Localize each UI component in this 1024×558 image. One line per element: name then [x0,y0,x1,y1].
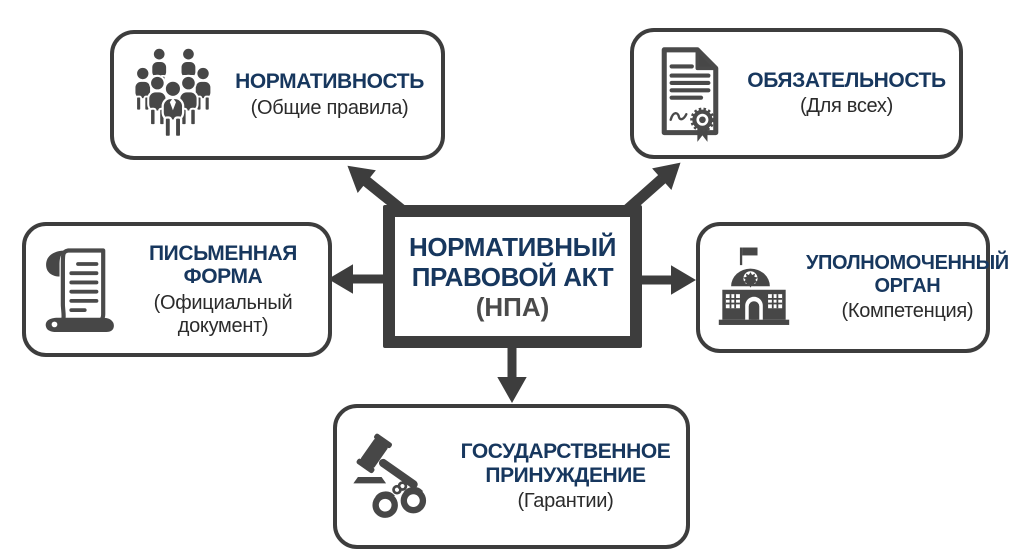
node-authorized-body: УПОЛНОМОЧЕННЫЙ ОРГАН (Компетенция) [696,222,1009,353]
node-subtitle: (Для всех) [799,95,893,118]
arrow-up-right [623,162,681,215]
arrow-down [497,347,527,404]
government-building-icon [710,240,798,336]
node-title: УПОЛНОМОЧЕННЫЙ ОРГАН [806,252,1009,297]
center-subtitle: (НПА) [475,291,550,322]
people-crowd-icon [124,42,220,148]
gavel-handcuffs-icon [347,425,447,529]
node-state-coercion: ГОСУДАРСТВЕННОЕ ПРИНУЖДЕНИЕ (Гарантии) [333,404,690,549]
node-written-form: ПИСЬМЕННАЯ ФОРМА (Официальный документ) [22,222,332,357]
node-title: НОРМАТИВНОСТЬ [235,70,424,94]
certificate-document-icon [644,42,736,146]
center-title-line2: ПРАВОВОЙ АКТ [411,261,614,292]
node-subtitle: (Общие правила) [250,96,409,119]
arrow-right [641,265,696,295]
node-subtitle: (Официальный документ) [153,291,293,337]
node-title: ОБЯЗАТЕЛЬНОСТЬ [747,68,946,92]
node-obligation: ОБЯЗАТЕЛЬНОСТЬ (Для всех) [630,28,963,159]
center-node-npa: НОРМАТИВНЫЙ ПРАВОВОЙ АКТ (НПА) [383,205,642,348]
node-subtitle: (Гарантии) [517,490,614,513]
node-title: ГОСУДАРСТВЕННОЕ ПРИНУЖДЕНИЕ [460,440,671,487]
node-subtitle: (Компетенция) [841,299,974,322]
scroll-icon [36,237,120,343]
node-normativity: НОРМАТИВНОСТЬ (Общие правила) [110,30,445,160]
center-title-line1: НОРМАТИВНЫЙ [408,231,616,262]
node-title: ПИСЬМЕННАЯ ФОРМА [148,241,297,289]
arrow-left [328,264,384,294]
arrow-up-left [347,165,406,215]
